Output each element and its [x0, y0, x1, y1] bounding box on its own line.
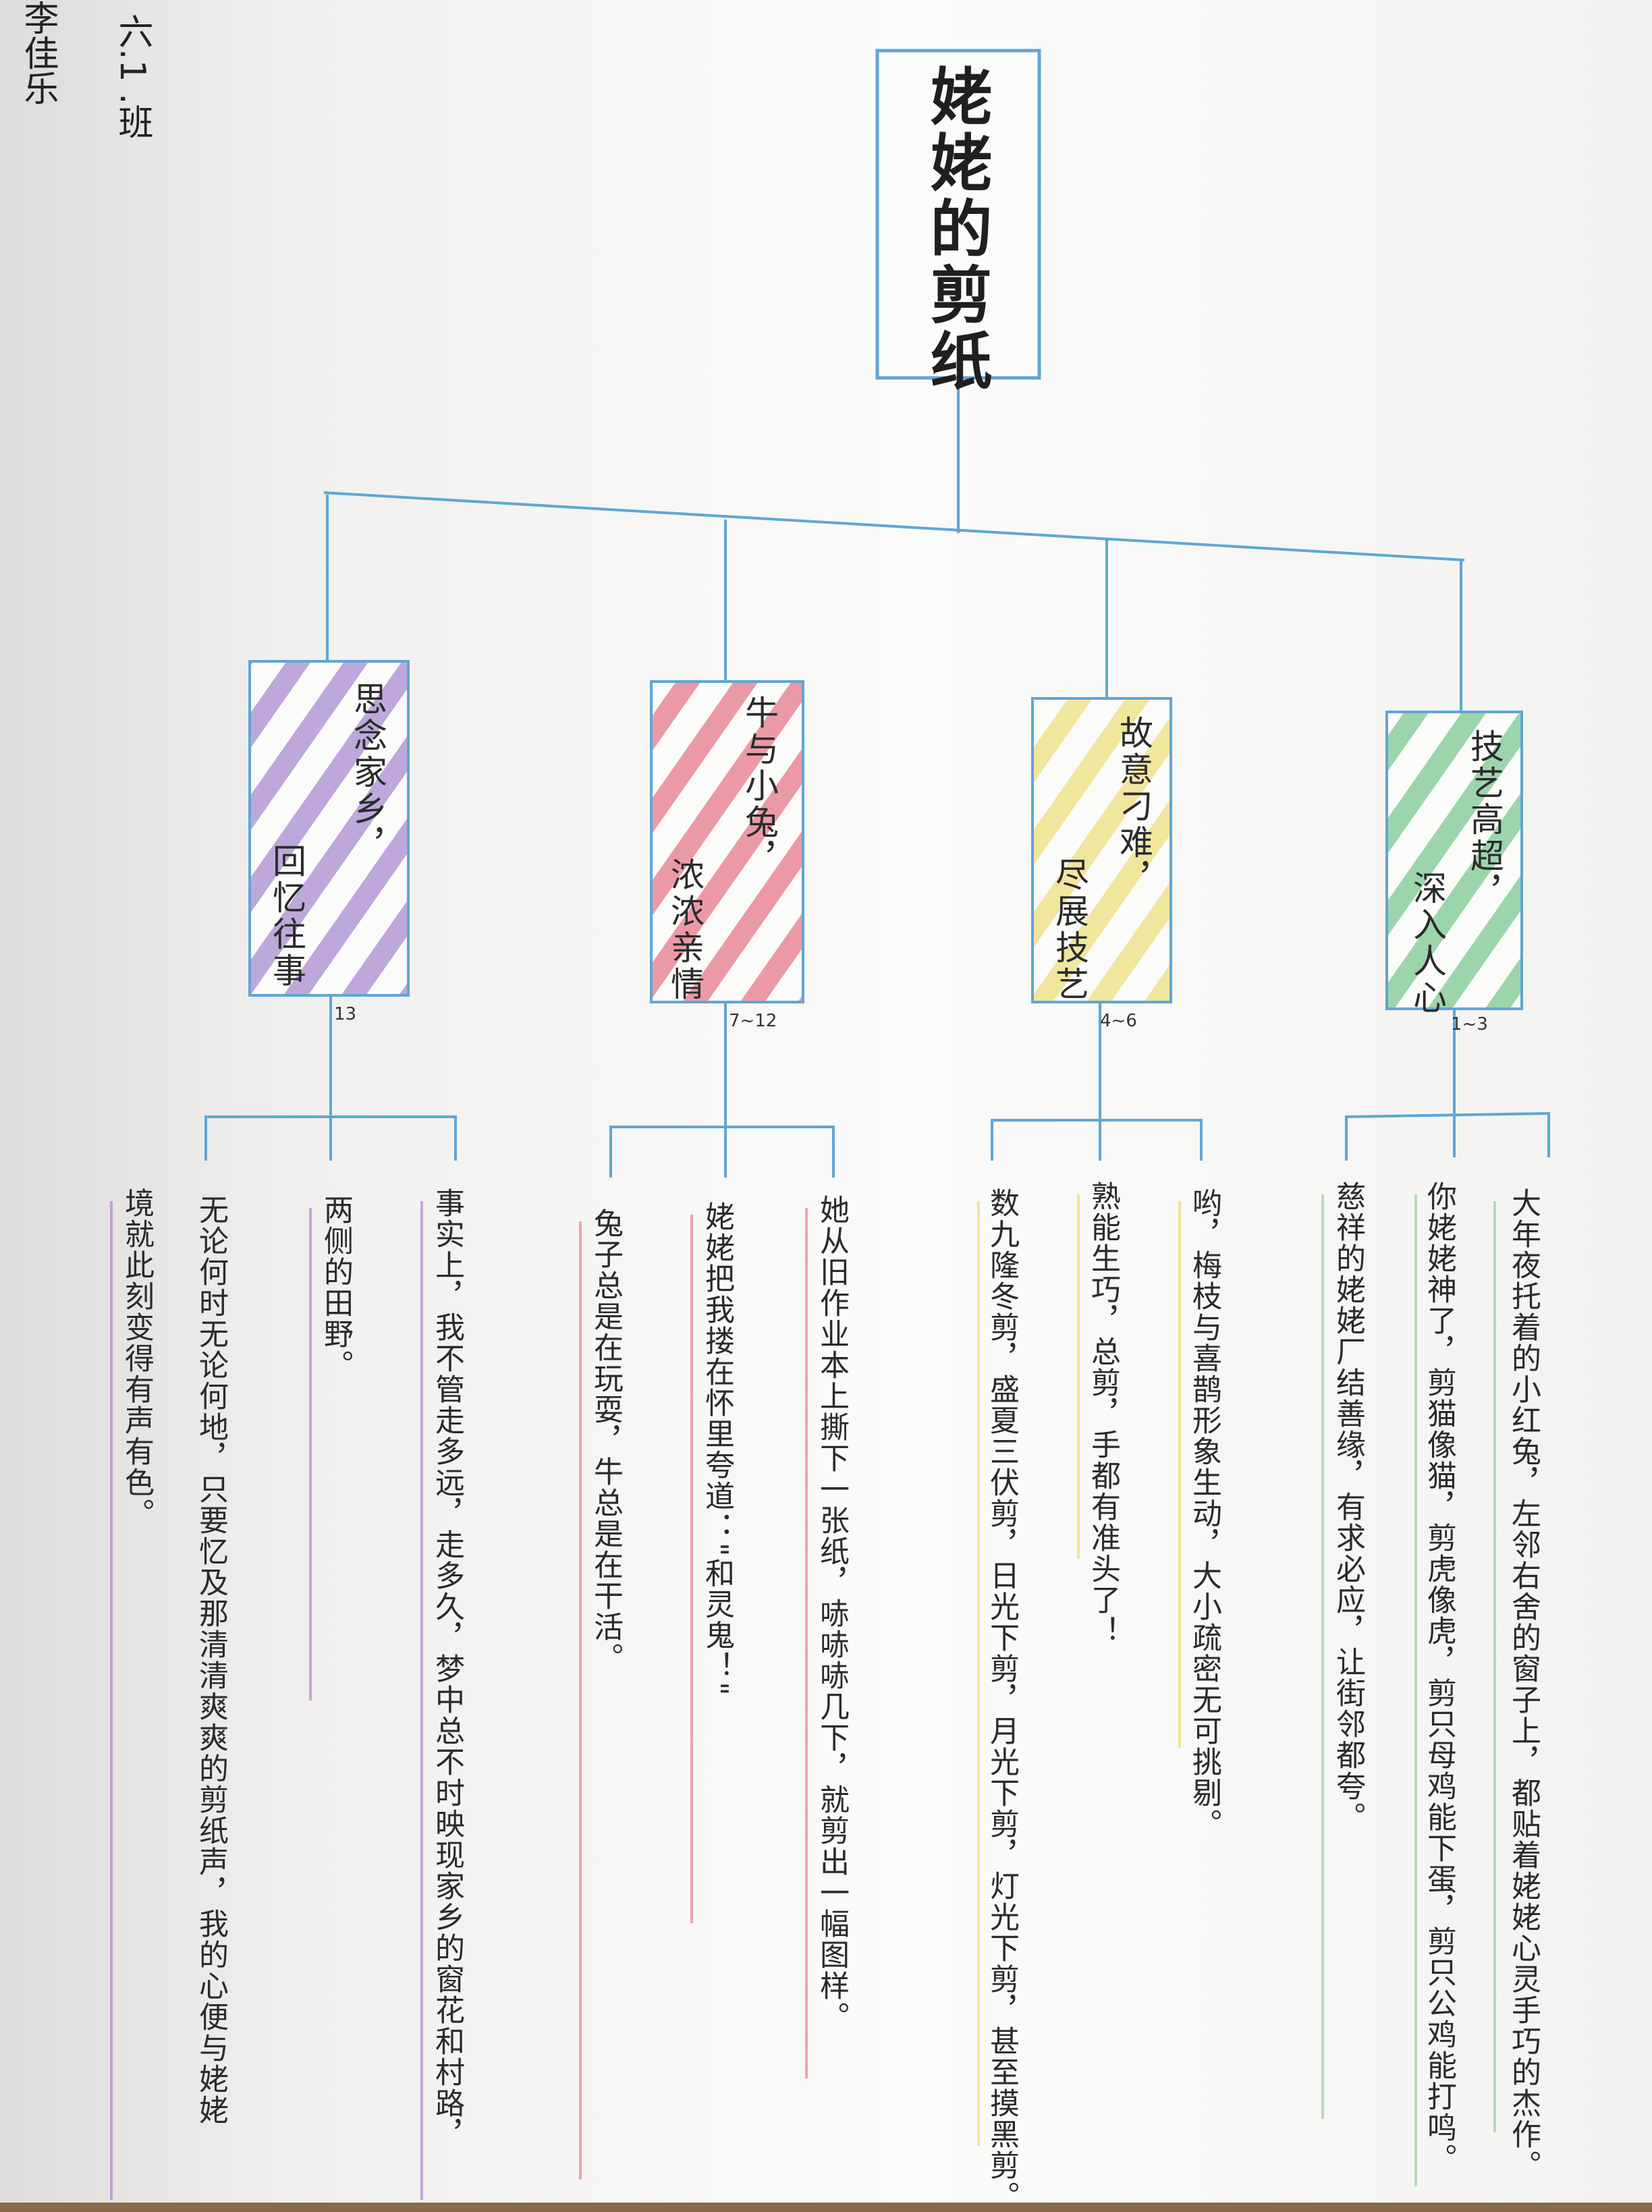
category-3-line2: 浓浓亲情 [665, 857, 705, 1003]
category-2-line2: 尽展技艺 [1050, 857, 1089, 1003]
category-box-2 [1031, 697, 1172, 1003]
leaf-1-3: 慈祥的姥姥厂结善缘，有求必应，让街邻都夸。 [1331, 1181, 1365, 1833]
leaf-2-3: 数九隆冬剪，盛夏三伏剪，日光下剪，月光下剪，灯光下剪，甚至摸黑剪。 [985, 1188, 1019, 2212]
leaf-underlines [110, 1194, 1496, 2200]
category-4-line1: 思念家乡， [348, 682, 387, 864]
leaf-3-2: 姥姥把我搂在怀里夸道："和灵鬼！" [700, 1201, 734, 1697]
leaf-4-2: 两侧的田野。 [319, 1194, 353, 1381]
leaf-2-1: 哟，梅枝与喜鹊形象生动，大小疏密无可挑剔。 [1187, 1188, 1221, 1840]
category-2-line1: 故意刁难， [1114, 715, 1153, 897]
root-connectors [323, 378, 1465, 712]
leaf-connectors [204, 995, 1550, 1178]
category-4-line2: 回忆往事 [267, 844, 306, 989]
leaf-3-1: 她从旧作业本上撕下一张纸，哧哧哧几下，就剪出一幅图样。 [815, 1194, 849, 2033]
category-2-range: 4~6 [1100, 1011, 1137, 1031]
category-1-line2: 深入人心 [1408, 870, 1447, 1016]
category-3-range: 7~12 [729, 1011, 777, 1031]
category-4-range: 13 [334, 1004, 357, 1024]
leaf-4-4: 境就此刻变得有声有色。 [119, 1188, 154, 1529]
category-box-3 [650, 680, 804, 1003]
leaf-2-2: 熟能生巧，总剪，手都有准头了！ [1086, 1181, 1120, 1647]
category-1-line1: 技艺高超， [1465, 729, 1504, 911]
category-3-line1: 牛与小兔， [740, 695, 779, 877]
category-box-4 [248, 660, 410, 997]
leaf-4-1: 事实上，我不管走多远，走多久，梦中总不时映现家乡的窗花和村路， [430, 1188, 464, 2150]
corner-class-note: 六.1 .班 [112, 13, 153, 140]
root-title: 姥姥的剪纸 [920, 64, 992, 395]
leaf-4-3: 无论何时无论何地，只要忆及那清清爽爽的剪纸声，我的心便与姥姥 [194, 1194, 228, 2126]
root-box [875, 49, 1041, 380]
leaf-1-2: 你姥姥神了，剪猫像猫，剪虎像虎，剪只母鸡能下蛋，剪只公鸡能打鸣。 [1422, 1181, 1456, 2174]
corner-name-note: 李佳乐 [18, 0, 58, 105]
category-1-range: 1~3 [1451, 1014, 1488, 1034]
leaf-1-1: 大年夜托着的小红兔，左邻右舍的窗子上，都贴着姥姥心灵手巧的杰作。 [1506, 1188, 1541, 2181]
leaf-3-3: 兔子总是在玩耍，牛总是在干活。 [588, 1208, 623, 1674]
